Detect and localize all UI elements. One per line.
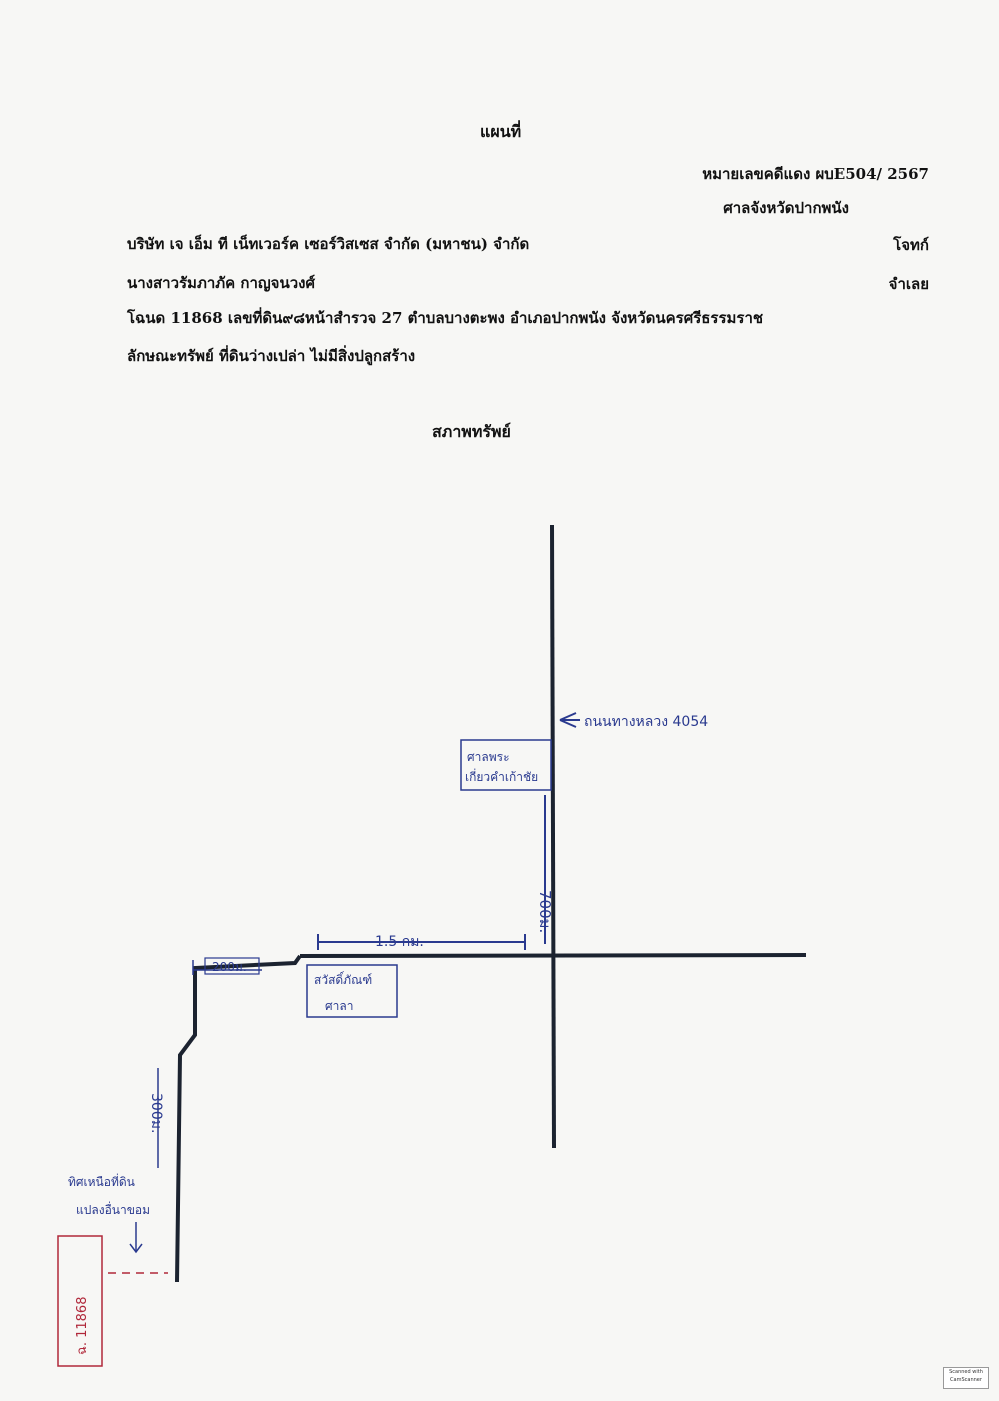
parcel-id-label: ฉ. 11868 <box>75 1297 90 1355</box>
section-title: สภาพทรัพย์ <box>432 422 511 441</box>
defendant-role: จำเลย <box>888 275 929 293</box>
defendant-name: นางสาวรัมภาภัค กาญจนวงศ์ <box>127 274 315 292</box>
distance-200-box <box>204 957 260 975</box>
camscanner-badge: Scanned with CamScanner <box>943 1367 989 1389</box>
deed-info: โฉนด 11868 เลขที่ดิน๙๘หน้าสำรวจ 27 ตำบลบ… <box>127 309 764 327</box>
highway-arrow-head <box>559 719 577 728</box>
court-name: ศาลจังหวัดปากพนัง <box>723 199 849 217</box>
property-nature: ลักษณะทรัพย์ ที่ดินว่างเปล่า ไม่มีสิ่งปล… <box>127 347 416 365</box>
page-title: แผนที่ <box>480 122 522 141</box>
distance-700-label: 700ม. <box>536 890 554 933</box>
highway-arrow-icon <box>559 712 577 721</box>
main-road <box>299 953 807 958</box>
parcel-note-2: แปลงอื่นาขอม <box>76 1201 150 1217</box>
scanner-label-2: CamScanner <box>950 1377 982 1383</box>
access-road <box>175 954 302 1283</box>
highway-label: ถนนทางหลวง 4054 <box>584 714 708 730</box>
distance-1-5km-label: 1.5 กม. <box>375 934 424 950</box>
landmark-label-1: สวัสดิ์ภัณฑ์ <box>314 971 372 987</box>
parcel-arrow-head <box>129 1243 143 1254</box>
distance-200-label: 200ม. <box>212 960 247 974</box>
highway-road <box>550 524 556 1149</box>
parcel-id-box <box>57 1235 103 1367</box>
shrine-label-2: เกี่ยวคำเก้าชัย <box>465 768 538 784</box>
distance-300-label: 300ม. <box>148 1093 164 1133</box>
scanner-label-1: Scanned with <box>949 1369 983 1375</box>
parcel-note-1: ทิศเหนือที่ดิน <box>68 1173 135 1189</box>
shrine-box <box>460 739 552 791</box>
plaintiff-role: โจทก์ <box>893 236 929 254</box>
shrine-label-1: ศาลพระ <box>467 750 510 764</box>
landmark-box <box>306 964 398 1018</box>
landmark-label-2: ศาลา <box>325 999 353 1013</box>
case-number: หมายเลขคดีแดง ผบE504/ 2567 <box>702 165 929 183</box>
plaintiff-name: บริษัท เจ เอ็ม ที เน็ทเวอร์ค เซอร์วิสเซส… <box>127 235 530 253</box>
